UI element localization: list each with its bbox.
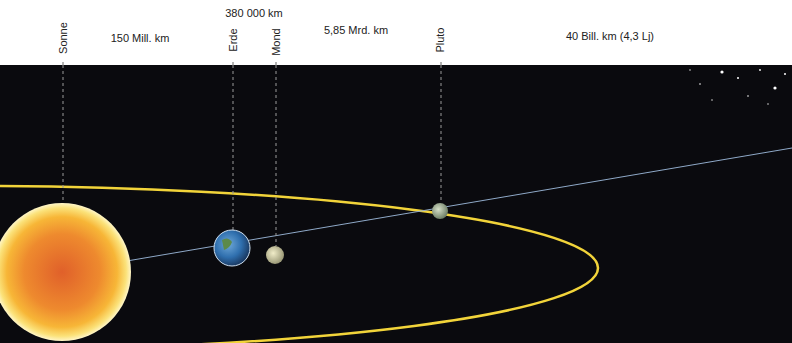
body-name: Mond [270, 28, 282, 56]
moon [266, 246, 284, 264]
distance-label: 5,85 Mrd. km [324, 24, 388, 36]
distance-label: 380 000 km [225, 7, 282, 19]
body-name: Pluto [435, 27, 447, 52]
earth-land [222, 238, 232, 250]
pluto-orbit [0, 186, 598, 343]
leader-lines [63, 62, 441, 246]
earth [214, 230, 250, 266]
distance-label: 40 Bill. km (4,3 Lj) [566, 30, 654, 42]
sight-line [62, 148, 792, 272]
pluto [432, 203, 448, 219]
body-name: Sonne [57, 22, 69, 54]
sun [0, 203, 131, 341]
body-name: Erde [227, 28, 239, 51]
distance-label: 150 Mill. km [111, 32, 170, 44]
stars [689, 69, 786, 105]
